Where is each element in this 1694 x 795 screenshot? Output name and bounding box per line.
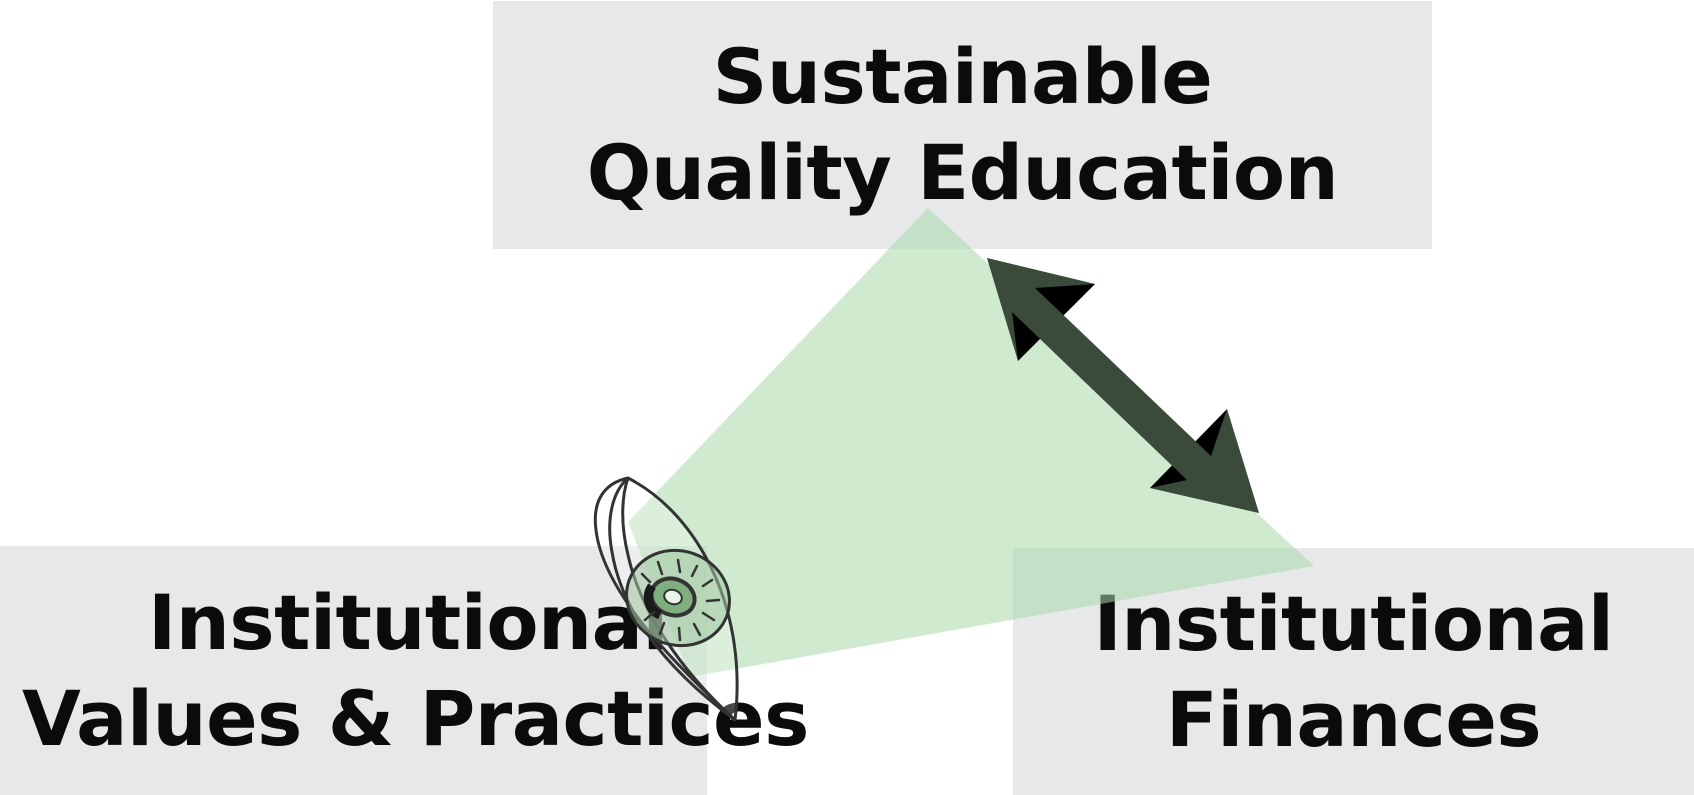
arrow-head-bottom [1150, 409, 1259, 513]
node-left-line1: Institutional [148, 577, 668, 667]
node-top-line2: Quality Education [586, 128, 1339, 217]
node-sustainable-quality-education: Sustainable Quality Education [493, 1, 1432, 249]
double-arrow-icon [987, 258, 1259, 513]
arrow-shaft [1012, 288, 1211, 480]
node-institutional-finances: Institutional Finances [1013, 548, 1694, 795]
node-right-line2: Finances [1165, 674, 1542, 764]
node-left-line2: Values & Practices [22, 673, 809, 763]
node-right-line1: Institutional [1093, 578, 1614, 668]
arrow-cone-tint [987, 258, 1259, 513]
arrow-head-top [987, 258, 1095, 361]
node-institutional-values-practices: Institutional Values & Practices [0, 546, 809, 795]
node-top-line1: Sustainable [712, 32, 1213, 121]
